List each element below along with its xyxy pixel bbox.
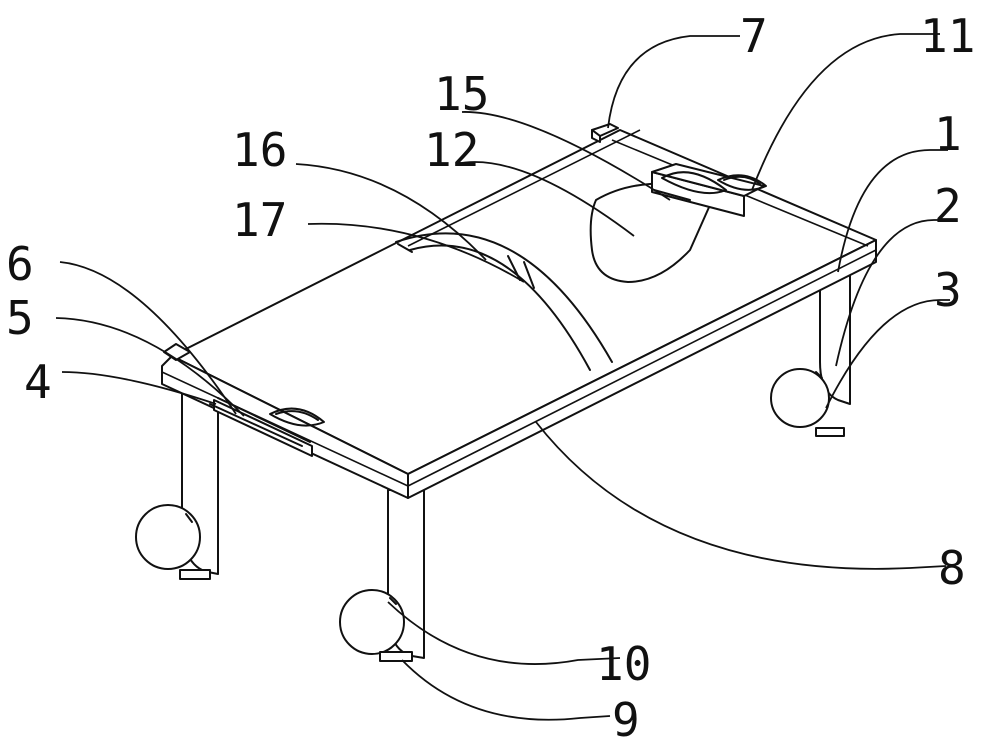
label-11: 11 (920, 9, 975, 63)
label-15: 15 (434, 67, 489, 121)
caster-pad-front-right (380, 652, 412, 661)
label-10: 10 (596, 637, 651, 691)
leg-front-left (136, 390, 218, 579)
label-1: 1 (934, 107, 962, 161)
caster-wheel-front-right (340, 590, 404, 654)
label-8: 7 (740, 9, 768, 63)
label-4: 4 (24, 355, 52, 409)
leg-front-right (340, 490, 424, 661)
label-5: 5 (6, 291, 34, 345)
label-7: 8 (938, 541, 966, 595)
caster-pad-back-right (816, 428, 844, 436)
label-6: 6 (6, 237, 34, 291)
label-2: 2 (934, 179, 962, 233)
label-17: 17 (232, 193, 287, 247)
label-12: 12 (424, 123, 479, 177)
caster-wheel-front-left (136, 505, 200, 569)
label-3: 3 (934, 263, 962, 317)
label-9: 9 (612, 693, 640, 747)
caster-pad-front-left (180, 570, 210, 579)
bed-board (162, 124, 876, 498)
label-16: 16 (232, 123, 287, 177)
